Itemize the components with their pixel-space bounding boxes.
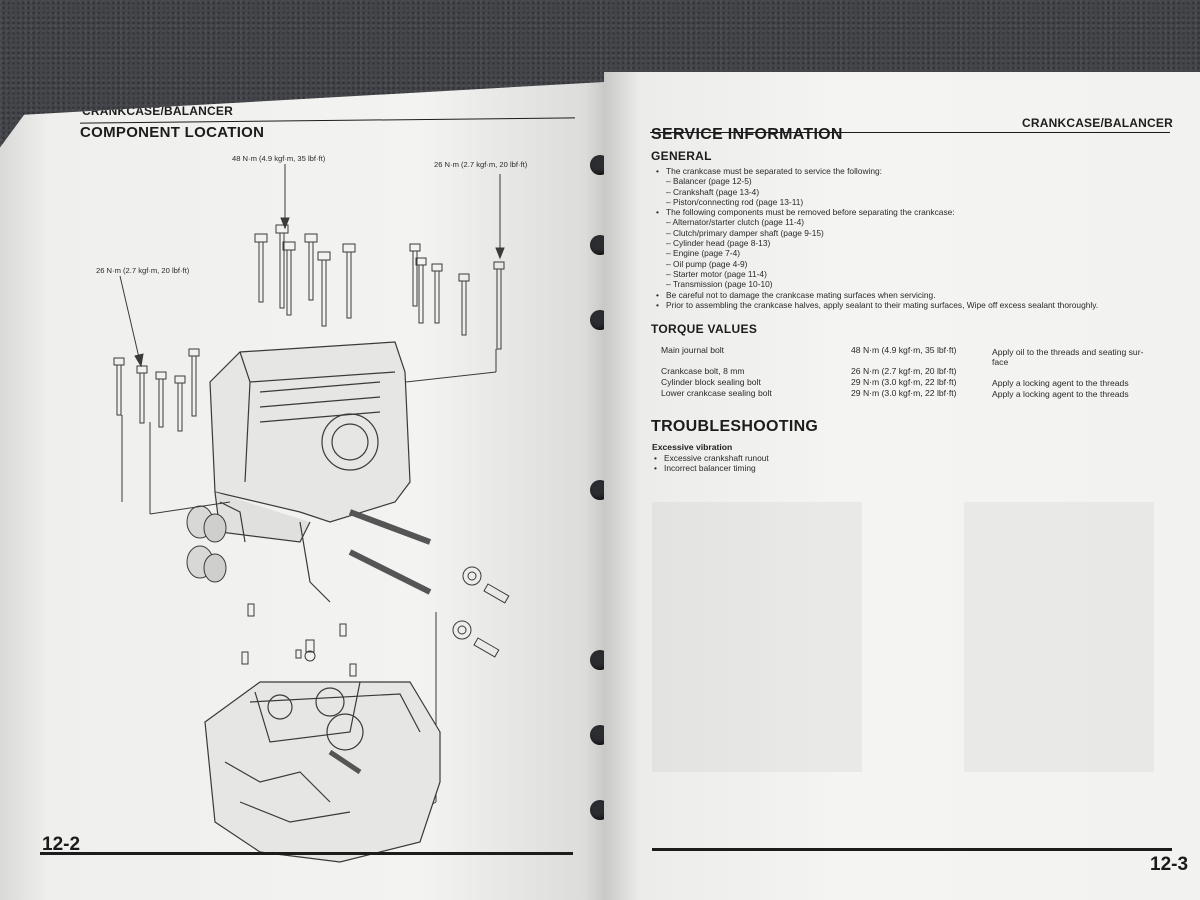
troubleshooting-item: Incorrect balancer timing	[654, 463, 954, 474]
general-list: The crankcase must be separated to servi…	[656, 166, 1176, 310]
torque-value: 26 N·m (2.7 kgf·m, 20 lbf·ft)	[851, 366, 957, 376]
general-sub-item: – Transmission (page 10-10)	[666, 279, 773, 290]
general-sub-item: – Alternator/starter clutch (page 11-4)	[666, 217, 805, 228]
left-page-title: COMPONENT LOCATION	[80, 124, 265, 141]
troubleshooting-subheading: Excessive vibration	[652, 442, 733, 452]
general-sub-item: – Starter motor (page 11-4)	[666, 268, 767, 279]
upper-crankcase	[209, 341, 411, 603]
callout-left: 26 N·m (2.7 kgf·m, 20 lbf·ft)	[96, 266, 190, 275]
general-sub-item: – Oil pump (page 4-9)	[666, 258, 748, 269]
general-bullet-1: The crankcase must be separated to servi…	[656, 166, 1176, 177]
general-sub-item: – Balancer (page 12-5)	[666, 176, 752, 187]
general-bullet-3: Be careful not to damage the crankcase m…	[656, 290, 1176, 301]
left-page-number: 12-2	[42, 834, 81, 855]
torque-note: face	[992, 357, 1009, 367]
upper-bolt-group	[254, 224, 505, 350]
general-bullet-4: Prior to assembling the crankcase halves…	[656, 300, 1176, 311]
right-section-header: CRANKCASE/BALANCER	[1022, 116, 1173, 130]
right-page: CRANKCASE/BALANCER SERVICE INFORMATION G…	[604, 72, 1200, 900]
torque-value: 48 N·m (4.9 kgf·m, 35 lbf·ft)	[851, 345, 957, 355]
service-information-title: SERVICE INFORMATION	[651, 126, 843, 143]
callout-top-right: 26 N·m (2.7 kgf·m, 20 lbf·ft)	[434, 160, 528, 169]
left-page: CRANKCASE/BALANCER COMPONENT LOCATION 48…	[0, 82, 604, 900]
general-bullet-2: The following components must be removed…	[656, 207, 1176, 218]
torque-item: Crankcase bolt, 8 mm	[661, 366, 745, 376]
oil-fittings	[452, 566, 510, 658]
torque-item: Main journal bolt	[661, 345, 725, 355]
torque-values-heading: TORQUE VALUES	[651, 322, 758, 336]
torque-note: Apply a locking agent to the threads	[992, 389, 1129, 399]
crankcase-exploded-diagram	[113, 164, 510, 863]
callout-top-center: 48 N·m (4.9 kgf·m, 35 lbf·ft)	[232, 154, 326, 163]
general-heading: GENERAL	[651, 149, 712, 163]
torque-value: 29 N·m (3.0 kgf·m, 22 lbf·ft)	[851, 377, 957, 387]
right-page-number: 12-3	[1150, 854, 1189, 875]
general-sub-item: – Engine (page 7-4)	[666, 248, 741, 259]
general-sub-item: – Cylinder head (page 8-13)	[666, 238, 771, 249]
troubleshooting-item: Excessive crankshaft runout	[654, 453, 954, 464]
right-header-rule	[650, 132, 1170, 133]
troubleshooting-title: TROUBLESHOOTING	[651, 418, 819, 435]
general-sub-item: – Clutch/primary damper shaft (page 9-15…	[666, 227, 824, 238]
torque-item: Lower crankcase sealing bolt	[661, 388, 772, 398]
general-sub-item: – Crankshaft (page 13-4)	[666, 186, 760, 197]
general-sub-item: – Piston/connecting rod (page 13-11)	[666, 196, 804, 207]
right-footer-rule	[652, 848, 1172, 851]
show-through-shade	[652, 502, 862, 772]
torque-note: Apply oil to the threads and seating sur…	[992, 347, 1144, 357]
lower-crankcase	[204, 681, 441, 863]
troubleshooting-list: Excessive crankshaft runout Incorrect ba…	[654, 453, 954, 474]
torque-value: 29 N·m (3.0 kgf·m, 22 lbf·ft)	[851, 388, 957, 398]
left-bolt-group	[113, 348, 200, 432]
torque-item: Cylinder block sealing bolt	[661, 377, 761, 387]
left-footer-rule	[40, 852, 573, 855]
torque-note: Apply a locking agent to the threads	[992, 378, 1129, 388]
balancer-shafts	[186, 505, 432, 595]
show-through-shade	[964, 502, 1154, 772]
